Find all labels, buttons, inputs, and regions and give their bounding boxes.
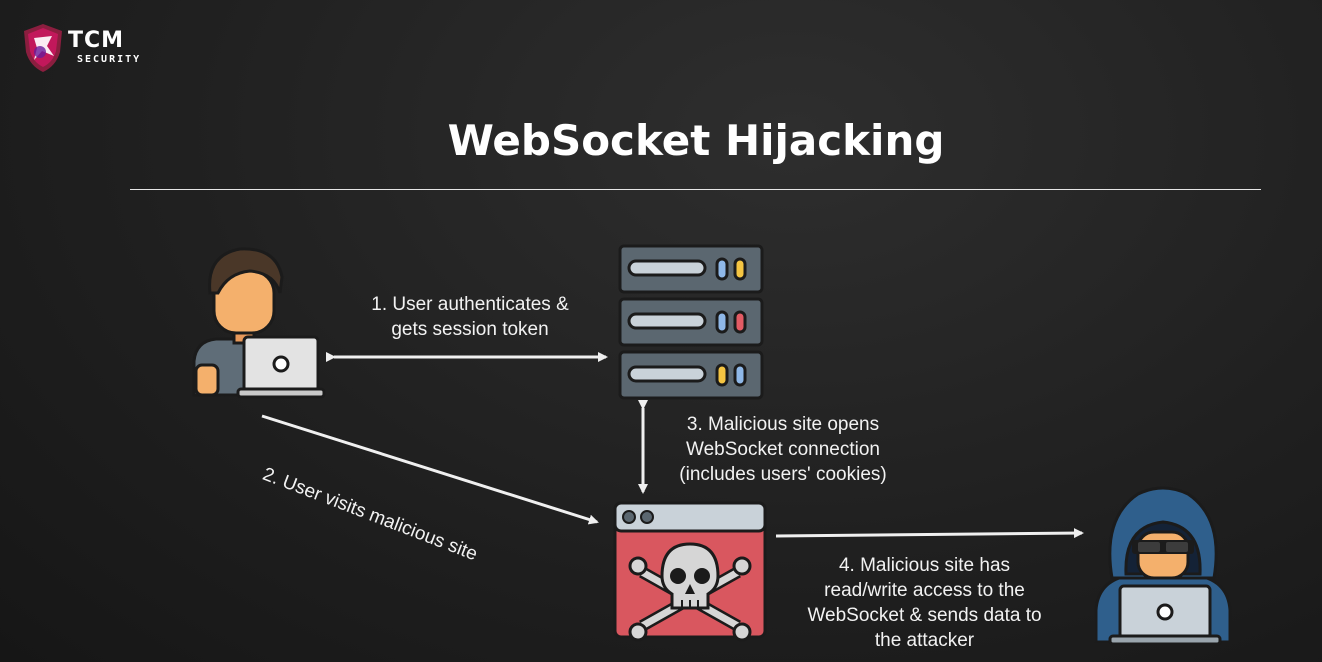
arrow-user-malicious-site bbox=[261, 414, 599, 525]
step-1-label: 1. User authenticates & gets session tok… bbox=[335, 292, 605, 342]
tcm-security-logo: TCM SECURITY bbox=[20, 22, 150, 74]
tcm-shield-logo-icon bbox=[24, 24, 62, 72]
logo-name: TCM bbox=[68, 28, 125, 53]
step-1-line-1: 1. User authenticates & bbox=[371, 294, 569, 315]
step-3-label: 3. Malicious site opens WebSocket connec… bbox=[648, 412, 918, 487]
arrow-malicious-site-attacker bbox=[775, 528, 1084, 539]
logo-subtitle: SECURITY bbox=[77, 54, 142, 65]
skull-browser-icon bbox=[613, 501, 767, 642]
step-3-line-1: 3. Malicious site opens bbox=[686, 414, 880, 435]
step-3-line-3: (includes users' cookies) bbox=[679, 464, 887, 485]
step-4-line-3: WebSocket & sends data to bbox=[807, 605, 1042, 626]
step-4-line-1: 4. Malicious site has bbox=[838, 555, 1011, 576]
step-4-label: 4. Malicious site has read/write access … bbox=[772, 553, 1077, 653]
page-title: WebSocket Hijacking bbox=[447, 116, 945, 165]
step-3-line-2: WebSocket connection bbox=[686, 439, 880, 460]
step-4-line-4: the attacker bbox=[874, 630, 975, 651]
step-1-line-2: gets session token bbox=[391, 319, 549, 340]
hooded-hacker-icon bbox=[1094, 486, 1232, 646]
title-divider bbox=[130, 189, 1261, 190]
step-4-line-2: read/write access to the bbox=[824, 580, 1025, 601]
user-with-laptop-icon bbox=[192, 247, 326, 399]
server-rack-icon bbox=[618, 244, 764, 400]
